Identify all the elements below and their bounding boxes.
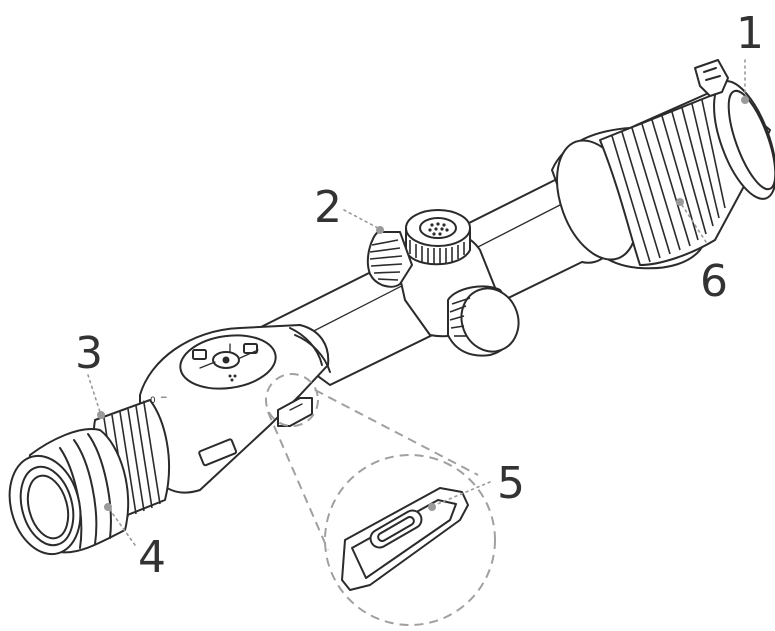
left-button-icon — [192, 349, 207, 360]
callout-2: 2 — [314, 182, 342, 233]
side-knob-right — [447, 285, 520, 357]
top-turret — [405, 209, 471, 266]
zoom-source-circle — [265, 373, 319, 427]
top-turret-knurling — [409, 240, 465, 265]
callout-leaders — [87, 59, 749, 546]
callout-5: 5 — [497, 458, 525, 509]
eyecup — [8, 428, 130, 556]
side-knob-left — [366, 231, 413, 288]
bottom-button-icon — [228, 374, 237, 382]
callout-4: 4 — [138, 532, 166, 583]
callout-labels: 1 2 3 4 5 6 — [75, 8, 764, 583]
callout-6: 6 — [700, 256, 728, 307]
turret-cap-dots — [428, 222, 449, 236]
control-panel — [179, 334, 277, 390]
callout-1: 1 — [736, 8, 764, 59]
callout-3: 3 — [75, 328, 103, 379]
usb-port-zoom-detail — [265, 373, 496, 626]
name-plate — [198, 438, 238, 467]
focus-ring — [599, 91, 752, 266]
usb-c-port-icon — [369, 509, 423, 549]
focus-ring-knurling — [611, 99, 726, 263]
zoom-circle — [324, 454, 496, 626]
center-button-icon — [222, 356, 230, 364]
marking-zero: 0 — [150, 396, 156, 406]
lens-cap — [694, 59, 775, 200]
usb-port-cover — [277, 397, 313, 427]
marking-minus: − — [160, 393, 168, 403]
